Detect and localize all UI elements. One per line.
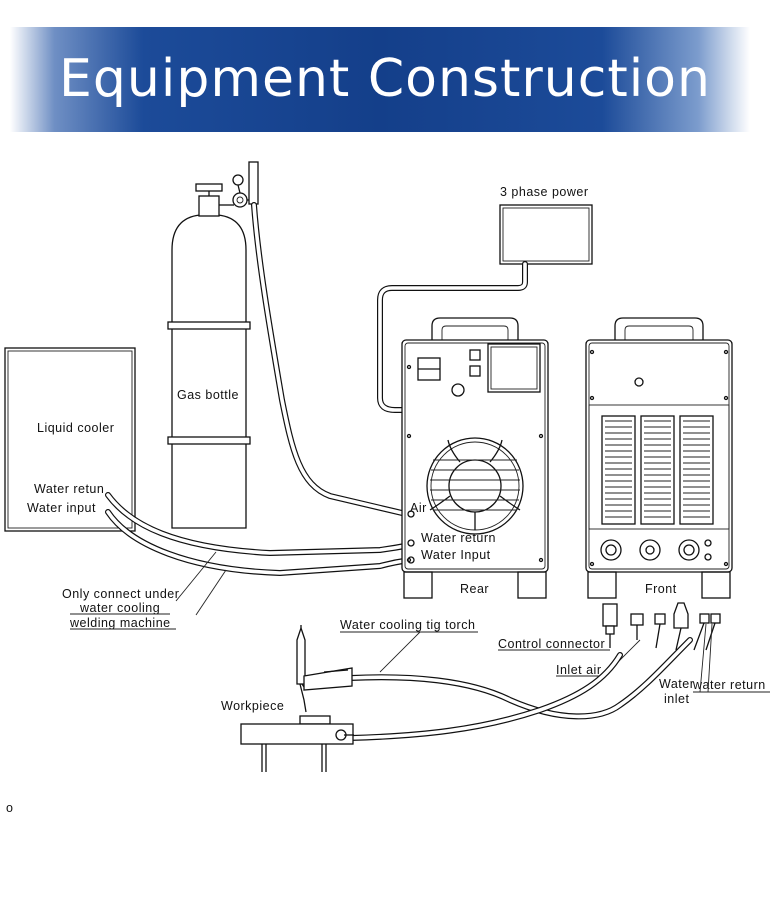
cooler-water-return-label: Water retun	[34, 482, 104, 496]
footnote-mark: o	[6, 801, 13, 815]
air-label: Air	[410, 501, 427, 515]
welder-front-view	[585, 317, 733, 599]
page-title: Equipment Construction	[59, 49, 711, 109]
torch-label: Water cooling tig torch	[340, 618, 475, 632]
water-pointer-lines	[693, 623, 770, 693]
inlet-air-label: Inlet air	[556, 663, 602, 677]
torch-connectors	[602, 602, 721, 651]
liquid-cooler-label: Liquid cooler	[37, 421, 114, 435]
workpiece	[240, 715, 354, 772]
cooler-water-hoses	[105, 492, 413, 577]
water-inlet-label-1: Water	[659, 677, 694, 691]
rear-water-return-label: Water return	[421, 531, 496, 545]
note-line-2: water cooling	[79, 601, 160, 615]
front-water-return-label: water return	[692, 678, 766, 692]
title-banner	[10, 27, 750, 132]
tig-torch	[296, 625, 353, 713]
power-supply-box	[499, 204, 593, 265]
front-label: Front	[645, 582, 677, 596]
three-phase-power-label: 3 phase power	[500, 185, 589, 199]
gas-bottle	[167, 161, 259, 529]
note-line-1: Only connect under	[62, 587, 179, 601]
gas-hose	[251, 202, 405, 516]
welder-rear-view	[401, 317, 549, 599]
note-line-3: welding machine	[69, 616, 171, 630]
control-connector-label: Control connector	[498, 637, 605, 651]
gas-bottle-label: Gas bottle	[177, 388, 239, 402]
liquid-cooler	[4, 347, 136, 532]
cooler-water-input-label: Water input	[27, 501, 96, 515]
torch-pointer	[379, 631, 421, 673]
note-pointer-lines	[175, 551, 227, 616]
water-inlet-label-2: inlet	[664, 692, 689, 706]
rear-water-input-label: Water Input	[421, 548, 491, 562]
workpiece-label: Workpiece	[221, 699, 284, 713]
rear-label: Rear	[460, 582, 489, 596]
torch-cable	[347, 637, 693, 741]
